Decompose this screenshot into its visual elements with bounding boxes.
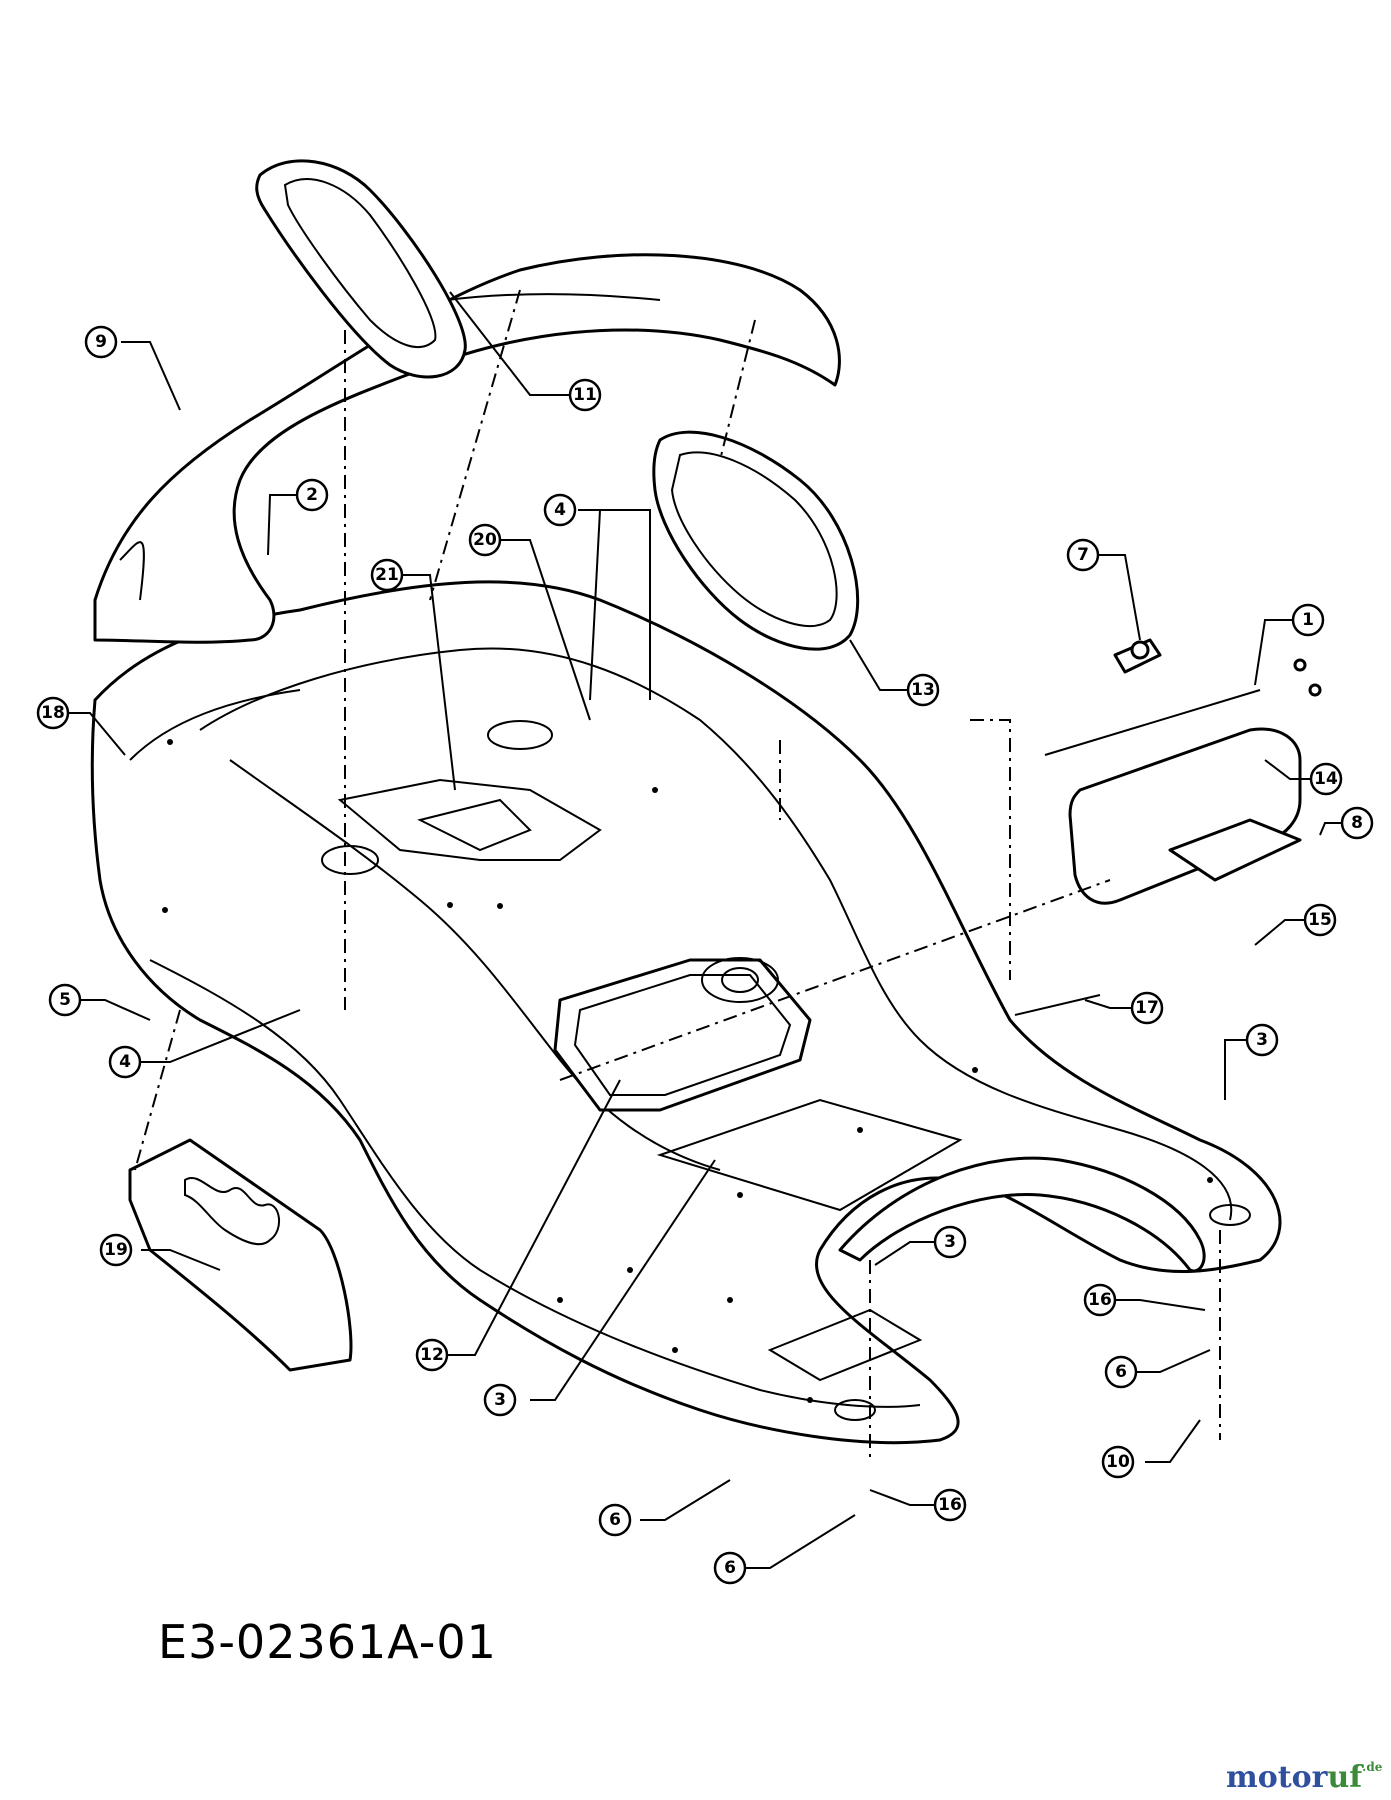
callout-9: 9: [84, 325, 118, 359]
wire-harness-1: [1044, 658, 1322, 756]
callout-19: 19: [99, 1233, 133, 1267]
key-switch-7: [1113, 638, 1162, 674]
svg-text:9: 9: [95, 332, 107, 352]
callout-20: 20: [468, 523, 502, 557]
callout-16-bottom: 16: [933, 1488, 967, 1522]
callout-6-bottom: 6: [713, 1551, 747, 1585]
callout-21: 21: [370, 558, 404, 592]
right-cup-holder: [652, 430, 860, 651]
callout-13: 13: [906, 673, 940, 707]
svg-text:14: 14: [1314, 769, 1338, 789]
callout-6-right: 6: [1104, 1355, 1138, 1389]
svg-text:20: 20: [473, 530, 497, 550]
callout-5: 5: [48, 983, 82, 1017]
callout-10: 10: [1101, 1445, 1135, 1479]
svg-text:16: 16: [1088, 1290, 1112, 1310]
callout-16-right: 16: [1083, 1283, 1117, 1317]
callout-4-top: 4: [543, 493, 577, 527]
svg-text:11: 11: [573, 385, 597, 405]
callout-15: 15: [1303, 903, 1337, 937]
svg-text:5: 5: [59, 990, 71, 1010]
callout-4-left: 4: [108, 1045, 142, 1079]
leader-lines: [68, 291, 1342, 1569]
svg-text:18: 18: [41, 703, 65, 723]
callout-1: 1: [1291, 603, 1325, 637]
callout-3-mid: 3: [933, 1225, 967, 1259]
callout-14: 14: [1309, 762, 1343, 796]
svg-text:3: 3: [494, 1390, 506, 1410]
floor-plate-19: [128, 1138, 353, 1372]
callout-2: 2: [295, 478, 329, 512]
control-panel-14: [1068, 727, 1302, 905]
svg-text:3: 3: [1256, 1030, 1268, 1050]
svg-text:7: 7: [1077, 545, 1089, 565]
callout-7: 7: [1066, 538, 1100, 572]
callout-12: 12: [415, 1338, 449, 1372]
svg-text:21: 21: [375, 565, 399, 585]
callout-6-bottom-left: 6: [598, 1503, 632, 1537]
svg-text:17: 17: [1135, 998, 1159, 1018]
svg-text:6: 6: [1115, 1362, 1127, 1382]
svg-text:2: 2: [306, 485, 318, 505]
svg-text:15: 15: [1308, 910, 1332, 930]
svg-text:19: 19: [104, 1240, 128, 1260]
svg-text:8: 8: [1351, 813, 1363, 833]
drawing-code: E3-02361A-01: [158, 1615, 497, 1669]
svg-text:6: 6: [724, 1558, 736, 1578]
left-cup-holder: [255, 159, 467, 379]
callout-3-right-top: 3: [1245, 1023, 1279, 1057]
svg-text:12: 12: [420, 1345, 444, 1365]
watermark-logo: motoruf.de: [1226, 1760, 1383, 1795]
svg-text:4: 4: [554, 500, 566, 520]
callout-17: 17: [1130, 991, 1164, 1025]
svg-text:13: 13: [911, 680, 935, 700]
assembly-lines: [134, 289, 1221, 1460]
svg-text:3: 3: [944, 1232, 956, 1252]
svg-text:16: 16: [938, 1495, 962, 1515]
body-pan: [90, 580, 1282, 1445]
rod-17: [1014, 994, 1101, 1016]
callout-3-bottom: 3: [483, 1383, 517, 1417]
svg-text:4: 4: [119, 1052, 131, 1072]
svg-text:1: 1: [1302, 610, 1314, 630]
svg-text:6: 6: [609, 1510, 621, 1530]
callout-11: 11: [568, 378, 602, 412]
callout-8: 8: [1340, 806, 1374, 840]
callout-18: 18: [36, 696, 70, 730]
svg-text:10: 10: [1106, 1452, 1130, 1472]
